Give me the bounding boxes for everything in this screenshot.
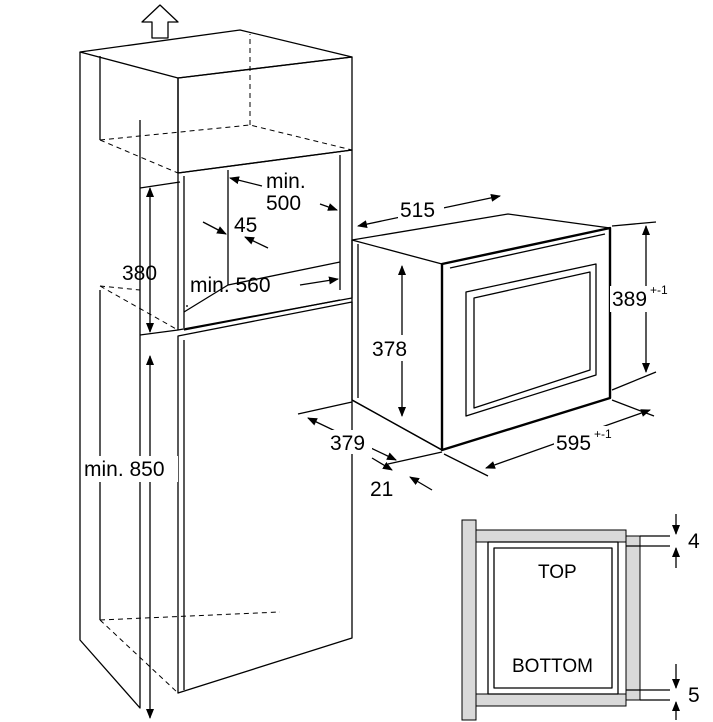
oven-body <box>351 213 612 452</box>
dim-oven-width: 379 <box>297 401 443 465</box>
label-cabinet-height: min. 850 <box>84 458 165 481</box>
dim-oven-front-width: 595 +-1 <box>443 399 655 477</box>
label-bottom-gap: 5 <box>688 684 700 707</box>
label-oven-height: 378 <box>372 338 407 361</box>
dim-oven-depth: 515 <box>357 193 501 229</box>
dim-oven-height: 378 <box>370 265 416 417</box>
tall-cabinet <box>79 29 353 709</box>
dim-top-gap: 4 <box>672 514 700 568</box>
label-niche-width: 500 <box>266 192 301 215</box>
label-oven-front-width: 595 <box>556 432 591 455</box>
label-niche-height: 380 <box>122 262 157 285</box>
dim-front-thickness: 21 <box>370 457 433 501</box>
dim-niche-width: min. 500 <box>229 170 338 215</box>
dim-bottom-gap: 5 <box>672 664 700 720</box>
label-min: min. <box>266 170 306 193</box>
label-bottom: BOTTOM <box>512 656 593 677</box>
label-oven-depth: 515 <box>400 199 435 222</box>
dim-oven-front-height: 389 +-1 <box>610 221 700 391</box>
label-oven-width: 379 <box>330 432 365 455</box>
label-top: TOP <box>538 562 577 583</box>
label-front-thickness: 21 <box>370 478 393 501</box>
section-detail: TOP BOTTOM <box>461 519 670 721</box>
dim-niche-height: 380 <box>122 181 181 333</box>
label-top-gap: 4 <box>688 530 700 553</box>
label-niche-depth: min. 560 <box>190 274 271 297</box>
dim-niche-offset: 45 <box>202 214 269 249</box>
dim-cabinet-height: min. 850 <box>82 355 178 719</box>
label-oven-front-height-tol: +-1 <box>650 283 668 297</box>
label-oven-front-height: 389 <box>612 288 647 311</box>
label-oven-front-width-tol: +-1 <box>594 427 612 441</box>
arrow-up-icon <box>141 4 179 39</box>
dim-niche-depth: min. 560 <box>186 274 339 307</box>
label-niche-offset: 45 <box>234 214 257 237</box>
